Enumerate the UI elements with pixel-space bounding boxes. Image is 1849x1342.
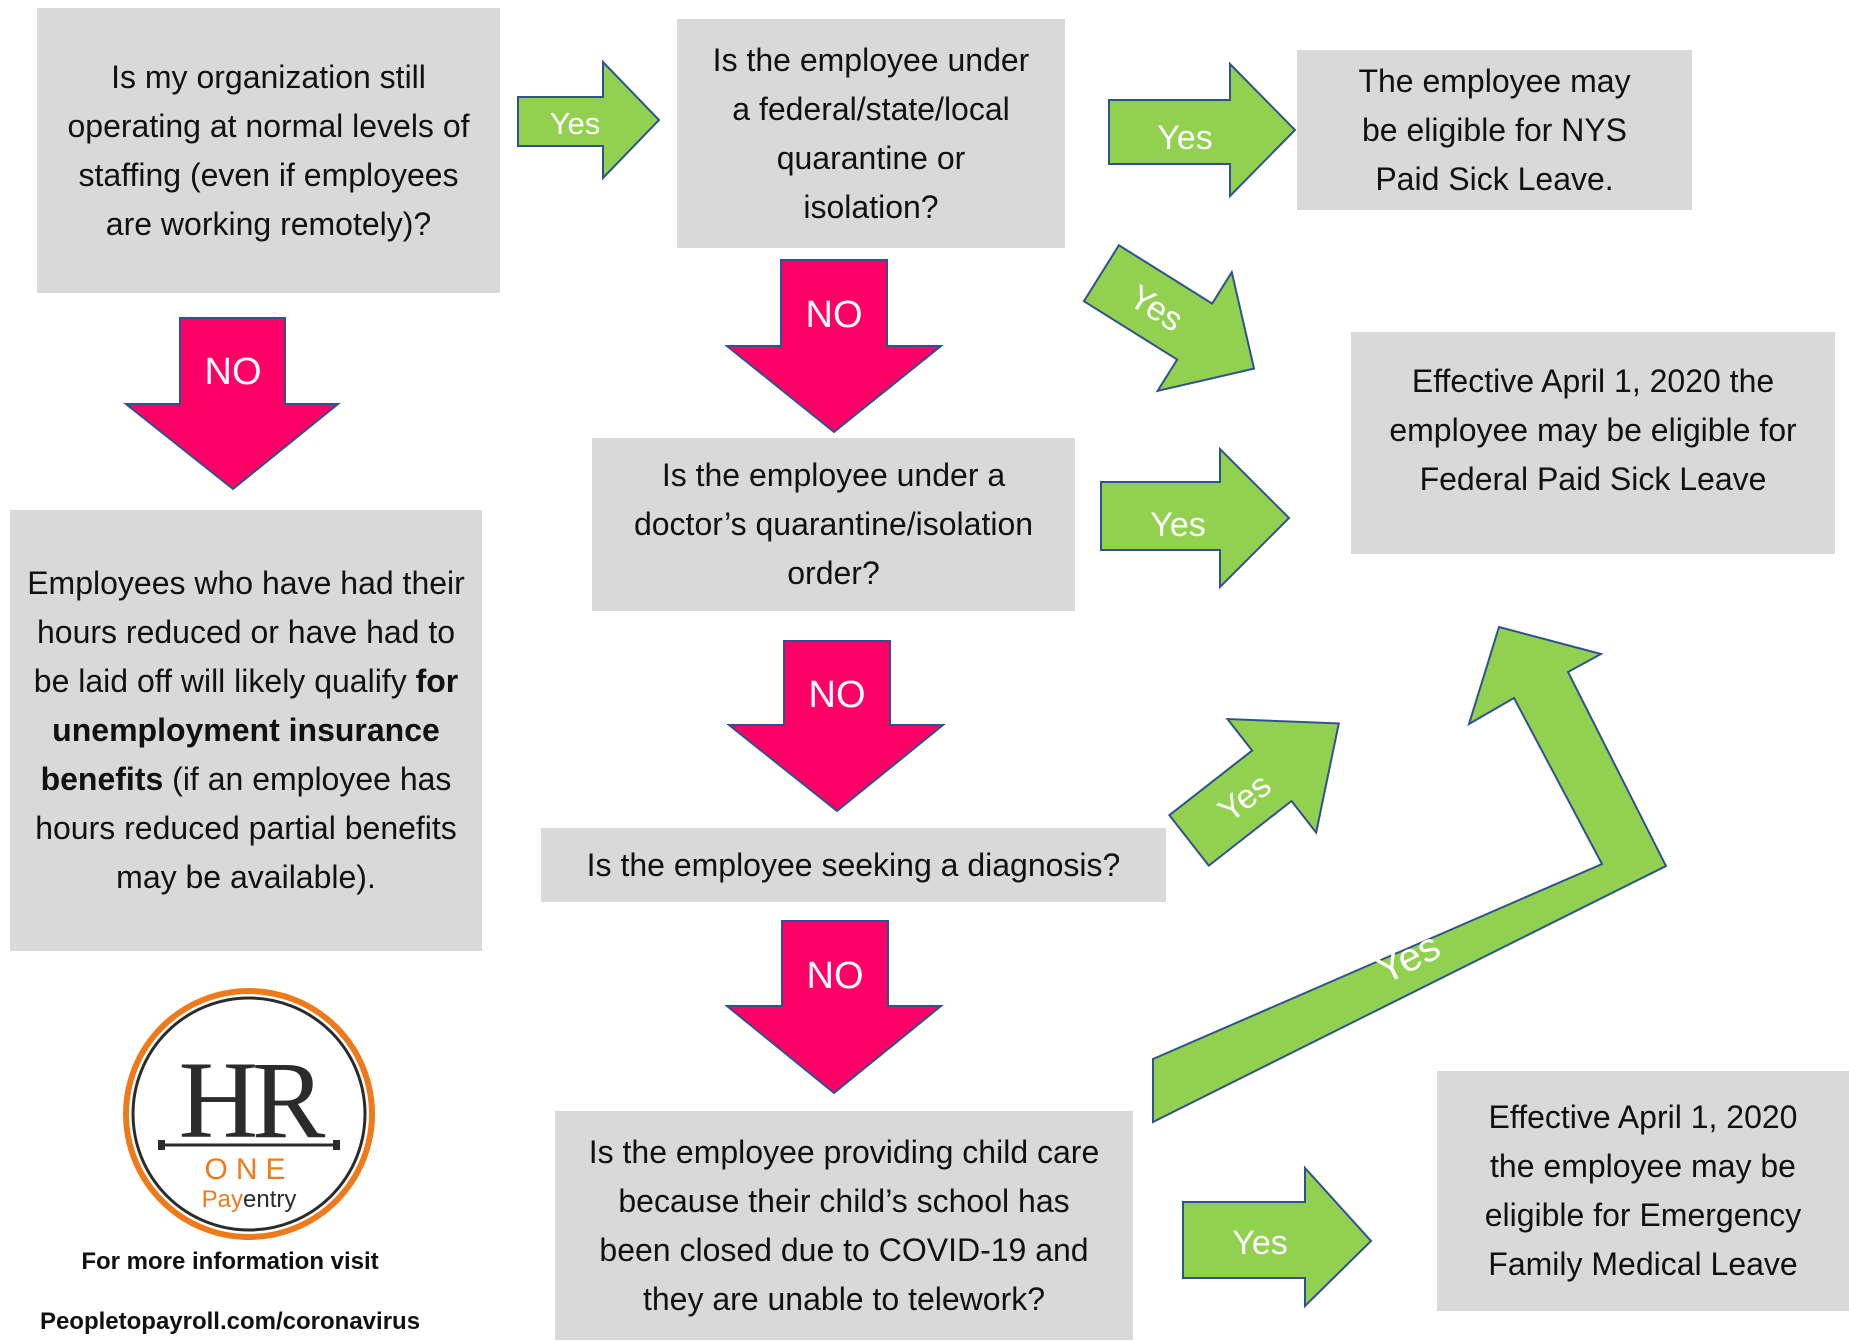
outcome-unemployment-box: Employees who have had their hours reduc… (10, 510, 482, 951)
no-label: NO (807, 955, 864, 997)
question-diagnosis-box: Is the employee seeking a diagnosis? (541, 828, 1166, 902)
question-diagnosis-text: Is the employee seeking a diagnosis? (586, 846, 1121, 883)
logo-inner-ring (131, 996, 367, 1232)
outcome-emergency-fml-text: Effective April 1, 2020 the employee may… (1484, 1099, 1802, 1282)
logo-letters: HR (179, 1039, 326, 1161)
hr-one-payentry-logo: HR ONE Payentry (123, 988, 375, 1240)
yes-label: Yes (550, 106, 601, 141)
outcome-emergency-fml-box: Effective April 1, 2020 the employee may… (1437, 1071, 1849, 1311)
no-arrow-diagnosis-to-childcare: NO (724, 920, 944, 1095)
outcome-nys-paid-sick-box: The employee may be eligible for NYS Pai… (1297, 50, 1692, 210)
yes-label: Yes (1232, 1224, 1287, 1262)
no-arrow-doctor-to-diagnosis: NO (726, 640, 946, 813)
question-normal-staffing-box: Is my organization still operating at no… (37, 8, 500, 293)
no-arrow-staffing-to-unemployment: NO (123, 317, 341, 491)
outcome-federal-paid-sick-box: Effective April 1, 2020 the employee may… (1351, 332, 1835, 554)
yes-label: Yes (1150, 506, 1205, 544)
yes-arrow-doctor-to-federal: Yes (1100, 446, 1291, 590)
question-government-quarantine-text: Is the employee under a federal/state/lo… (712, 41, 1030, 225)
question-normal-staffing-text: Is my organization still operating at no… (67, 58, 470, 242)
outcome-federal-paid-sick-text: Effective April 1, 2020 the employee may… (1389, 363, 1797, 497)
question-doctor-quarantine-text: Is the employee under a doctor’s quarant… (633, 457, 1034, 591)
yes-label: Yes (1157, 119, 1212, 157)
no-label: NO (809, 674, 866, 716)
outcome-nys-paid-sick-text: The employee may be eligible for NYS Pai… (1358, 62, 1631, 197)
yes-arrow-childcare-to-federal: Yes (1152, 625, 1668, 1124)
question-child-care-text: Is the employee providing child care bec… (588, 1133, 1100, 1317)
yes-arrow-diagnosis-to-federal: Yes (1167, 717, 1341, 868)
logo-one: ONE (204, 1153, 293, 1186)
unemployment-emphasis: for unemployment insurance benefits (40, 663, 459, 797)
question-doctor-quarantine-box: Is the employee under a doctor’s quarant… (592, 438, 1075, 611)
yes-arrow-gov-to-federal: Yes (1082, 243, 1256, 393)
no-label: NO (806, 294, 863, 336)
logo-ring (123, 988, 375, 1240)
logo-payentry: Payentry (202, 1186, 297, 1213)
footer-url-link[interactable]: Peopletopayroll.com/coronavirus (39, 1308, 421, 1335)
yes-arrow-childcare-to-emergency-fml: Yes (1182, 1165, 1373, 1309)
yes-arrow-gov-to-nys: Yes (1108, 61, 1297, 199)
question-child-care-box: Is the employee providing child care bec… (555, 1111, 1133, 1340)
question-government-quarantine-box: Is the employee under a federal/state/lo… (677, 19, 1065, 248)
footer-info-text: For more information visit (81, 1248, 379, 1275)
no-arrow-gov-to-doctor: NO (724, 259, 944, 434)
no-label: NO (205, 351, 262, 393)
yes-arrow-staffing-to-gov: Yes (517, 59, 661, 181)
outcome-unemployment-text: Employees who have had their hours reduc… (27, 565, 465, 895)
